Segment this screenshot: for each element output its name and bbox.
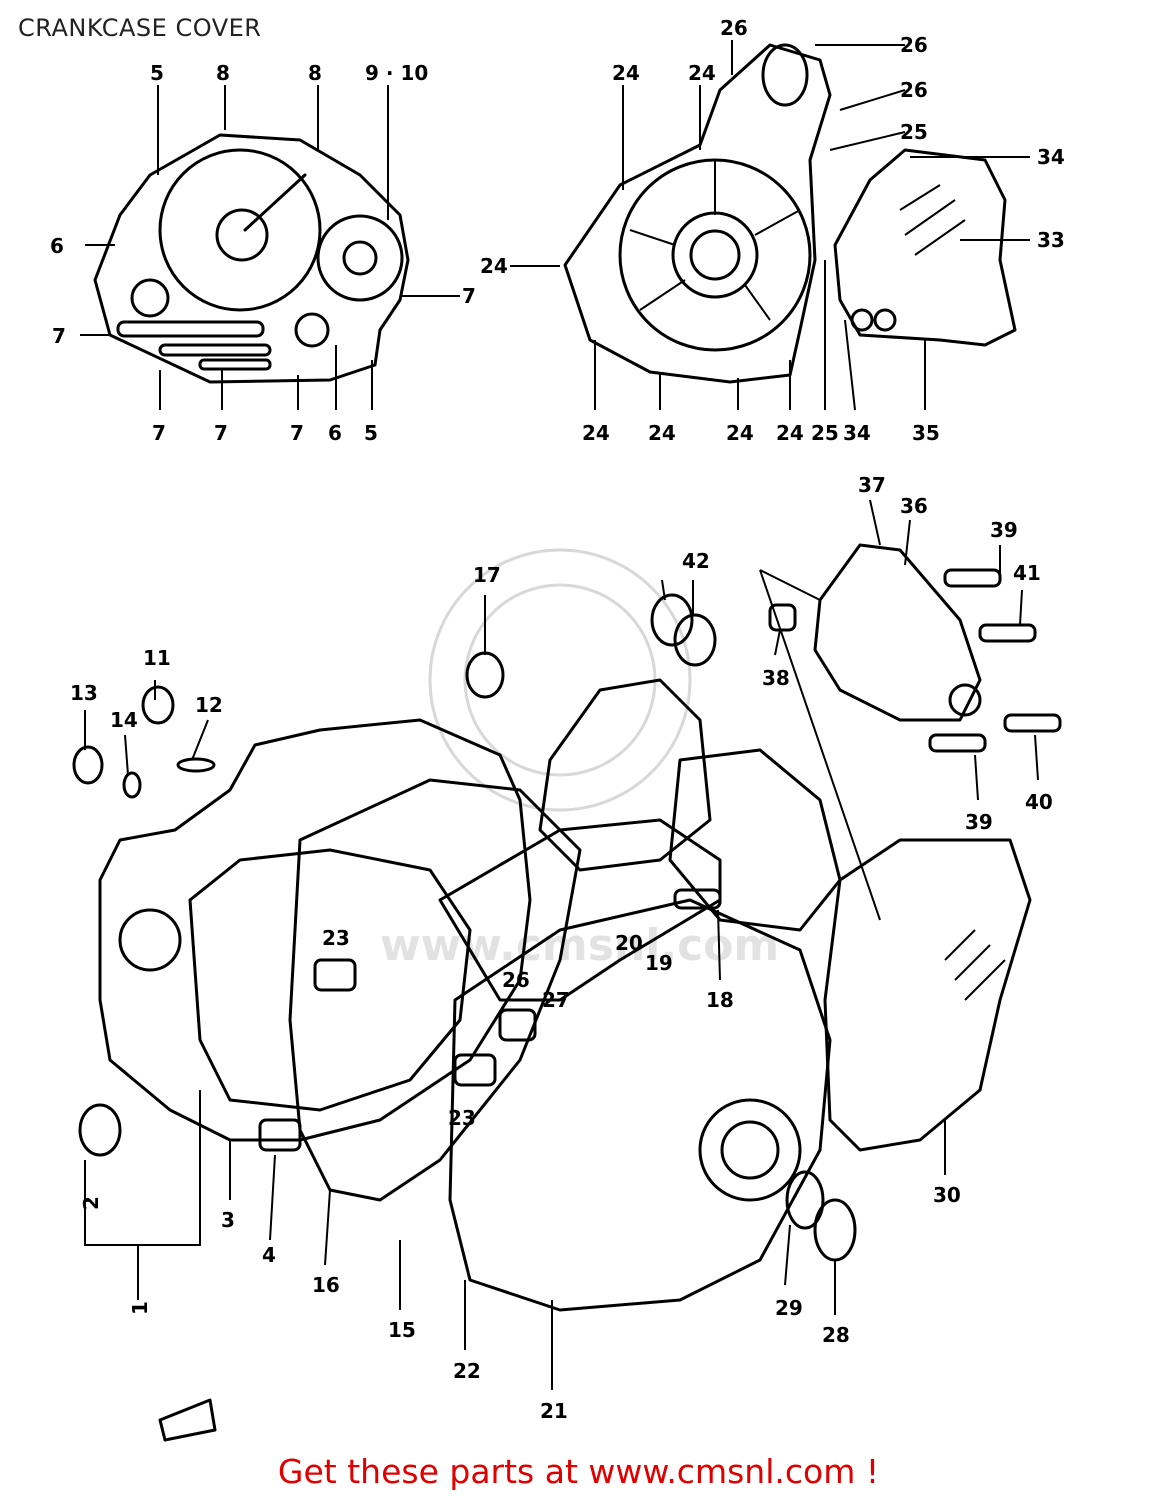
callout-11: 11 — [143, 646, 171, 670]
callout-39-a: 39 — [990, 518, 1018, 542]
callout-24-c: 24 — [480, 254, 508, 278]
top-right-cover — [833, 148, 1017, 347]
callout-23-a: 23 — [322, 926, 350, 950]
callout-7-e: 7 — [462, 284, 476, 308]
get-parts-link[interactable]: Get these parts at www.cmsnl.com ! — [277, 1452, 880, 1491]
callout-32: 33 — [1037, 228, 1065, 252]
front-arrow-icon — [158, 1398, 217, 1442]
callout-4: 4 — [262, 1243, 276, 1267]
callout-35: 36 — [900, 494, 928, 518]
watermark-text: www.cmsnl.com — [380, 920, 779, 971]
callout-7-b: 7 — [152, 421, 166, 445]
callout-24-d: 24 — [582, 421, 610, 445]
callout-31: 30 — [933, 1183, 961, 1207]
callout-17: 16 — [312, 1273, 340, 1297]
callout-15: 17 — [473, 563, 501, 587]
callout-18: 18 — [706, 988, 734, 1012]
callout-29: 28 — [822, 1323, 850, 1347]
callout-24-e: 24 — [648, 421, 676, 445]
callout-5-b: 5 — [364, 421, 378, 445]
callout-41: 42 — [682, 549, 710, 573]
callout-22: 22 — [453, 1359, 481, 1383]
callout-7-a: 7 — [52, 324, 66, 348]
callout-26-a: 26 — [720, 16, 748, 40]
callout-25-a: 25 — [900, 120, 928, 144]
leader-lines — [80, 40, 1039, 1390]
main-crankcase-cover — [72, 543, 1062, 1312]
watermark-logo: www.cmsnl.com — [380, 548, 779, 971]
callout-37: 38 — [762, 666, 790, 690]
callout-19: 19 — [645, 951, 673, 975]
callout-21: 21 — [540, 1399, 568, 1423]
callout-24-g: 24 — [776, 421, 804, 445]
callout-14: 14 — [110, 708, 138, 732]
callout-23-b: 23 — [448, 1106, 476, 1130]
top-left-cover — [93, 133, 410, 384]
callout-6-b: 6 — [328, 421, 342, 445]
callout-38: 39 — [965, 810, 993, 834]
callout-7-d: 7 — [290, 421, 304, 445]
callout-34-a: 34 — [843, 421, 871, 445]
callout-6-a: 6 — [50, 234, 64, 258]
callout-34-b: 35 — [912, 421, 940, 445]
callout-8-b: 8 — [308, 61, 322, 85]
callout-36: 37 — [858, 473, 886, 497]
callout-12: 12 — [195, 693, 223, 717]
callout-26-c: 26 — [900, 78, 928, 102]
callout-24-a: 24 — [612, 61, 640, 85]
page-title: CRANKCASE COVER — [18, 14, 262, 42]
callout-13: 13 — [70, 681, 98, 705]
callout-5-a: 5 — [150, 61, 164, 85]
callout-25-b: 25 — [811, 421, 839, 445]
callout-1: 1 — [128, 1301, 152, 1315]
top-middle-cover — [563, 43, 832, 384]
callout-9-10: 9 · 10 — [365, 61, 428, 85]
callout-40: 41 — [1013, 561, 1041, 585]
callout-33: 34 — [1037, 145, 1065, 169]
callout-30: 29 — [775, 1296, 803, 1320]
callout-39-b: 40 — [1025, 790, 1053, 814]
callout-28: 27 — [542, 988, 570, 1012]
callout-7-c: 7 — [214, 421, 228, 445]
callout-20: 20 — [615, 931, 643, 955]
callout-24-f: 24 — [726, 421, 754, 445]
callout-27: 26 — [502, 968, 530, 992]
callout-24-b: 24 — [688, 61, 716, 85]
callout-8-a: 8 — [216, 61, 230, 85]
callout-16: 15 — [388, 1318, 416, 1342]
callout-26-b: 26 — [900, 33, 928, 57]
callout-3: 3 — [221, 1208, 235, 1232]
callout-2: 2 — [79, 1196, 103, 1210]
callout-labels: 5 8 8 9 · 10 6 7 7 7 7 6 5 7 24 24 26 26… — [50, 16, 1065, 1423]
